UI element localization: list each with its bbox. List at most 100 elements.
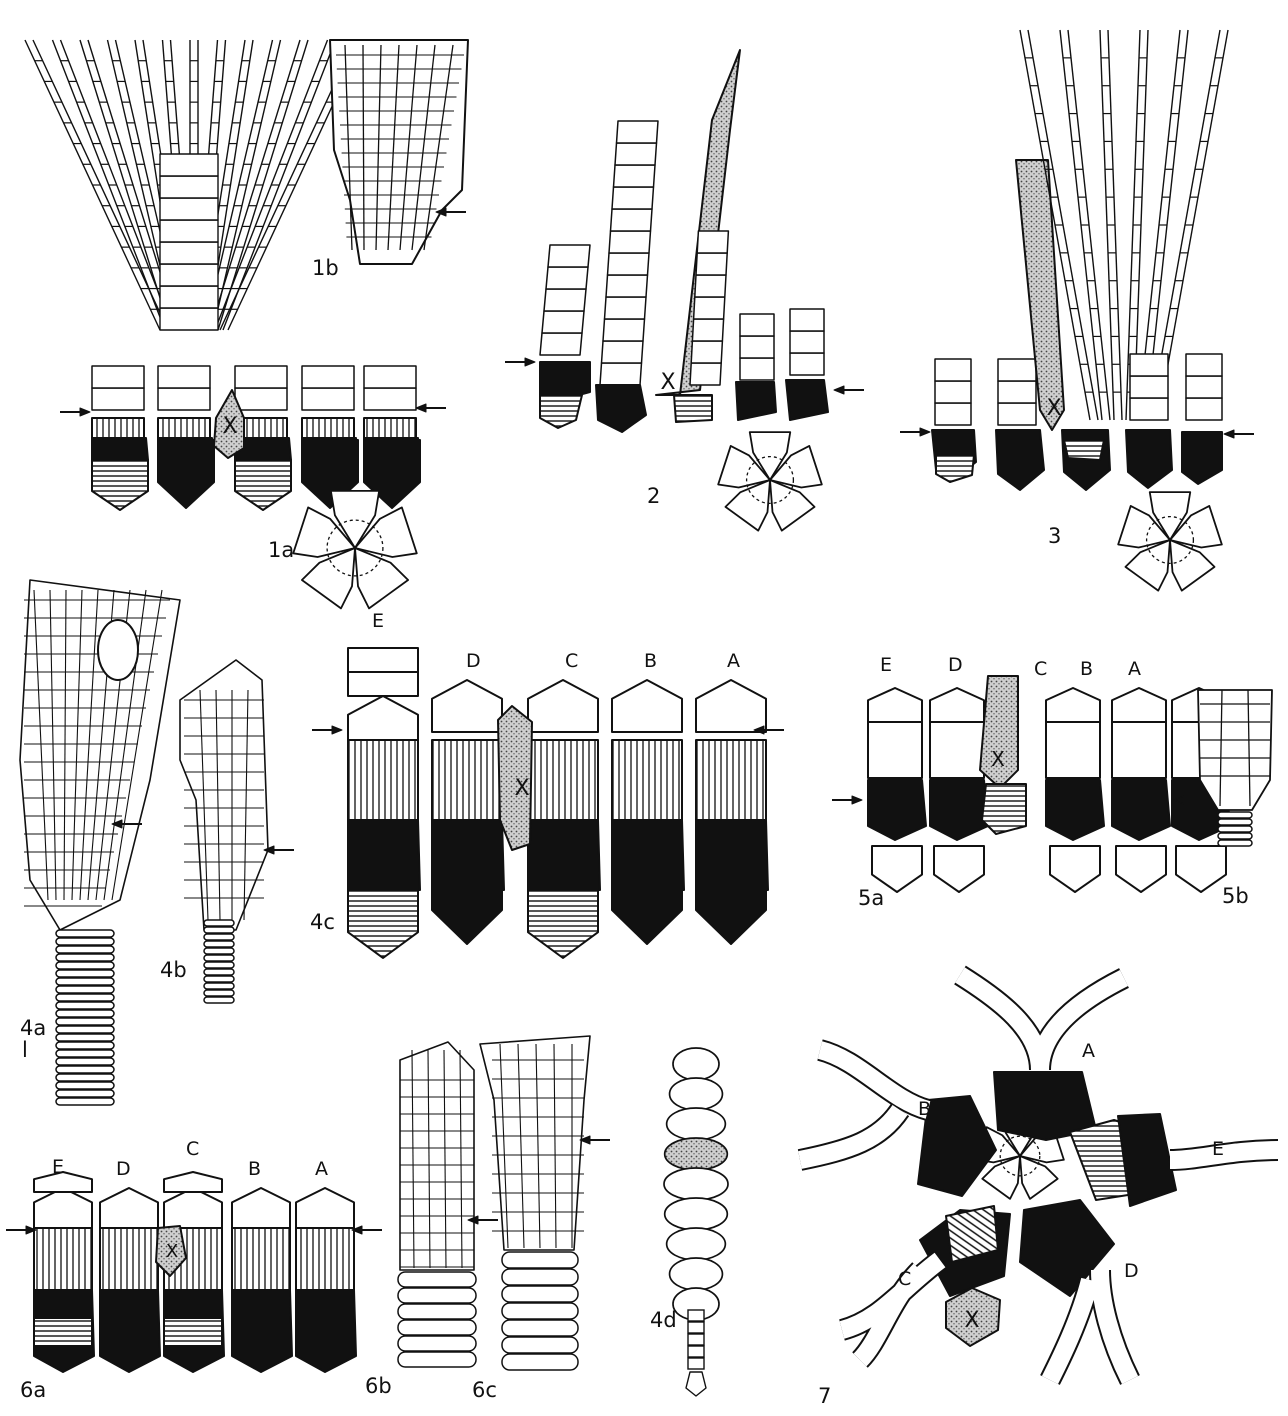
figure-label-4c: 4c (310, 912, 335, 933)
ray-label-5a-c: C (1034, 660, 1047, 679)
crown-5b (1198, 690, 1272, 810)
columnal-4a (56, 1098, 114, 1105)
arm-plate (790, 353, 824, 375)
radial-plate (596, 385, 646, 432)
columnal-4b (204, 997, 234, 1003)
primibrach (34, 1188, 92, 1228)
primibrach-upper (930, 688, 984, 722)
arm-plate (1130, 376, 1168, 398)
ray-label-6a-c: C (186, 1140, 199, 1159)
figure-label-7: 7 (818, 1386, 831, 1407)
rosette-plate (1125, 540, 1170, 591)
anal-x-mark: X (1046, 396, 1061, 421)
radial-plate (736, 382, 776, 420)
figure-label-6c: 6c (472, 1380, 497, 1401)
arrow-head (525, 358, 535, 366)
arm-plate (696, 253, 727, 275)
stem-segment (688, 1334, 704, 1345)
figure-label-4a: 4a (20, 1018, 46, 1039)
arm-plate (740, 314, 774, 336)
rosette-plate (725, 480, 770, 531)
radial-plate (1182, 432, 1222, 484)
columnal-6b (398, 1320, 476, 1335)
arm-plate (602, 341, 644, 363)
anal-x-mark: X (514, 776, 529, 801)
ray-arm-fill (842, 1260, 940, 1360)
stem-segment (688, 1310, 704, 1321)
ray-column-4c (528, 680, 600, 958)
basal-plate (348, 890, 418, 958)
primibrach (868, 722, 922, 778)
arm-plate (691, 341, 722, 363)
crown-6b (400, 1042, 474, 1270)
ray-column-5a (1112, 688, 1170, 892)
ray-column (92, 366, 148, 510)
ray-column (302, 366, 358, 508)
arm-plate (1186, 376, 1222, 398)
radial-plate-upper (302, 418, 354, 438)
columnal-4a (56, 1034, 114, 1041)
basal-plate (528, 890, 598, 958)
columnal-6b (398, 1336, 476, 1351)
arm-plate (611, 209, 653, 231)
calyx-plate (160, 220, 218, 242)
ray-column-5a (1046, 688, 1104, 892)
arm-plate (348, 648, 418, 672)
anal-x-mark: X (166, 1241, 178, 1262)
ray-column-4c (696, 680, 768, 944)
brachial-plate (158, 388, 210, 410)
columnal-4b (204, 941, 234, 947)
radial-plate (232, 1290, 292, 1372)
radial-plate (1126, 430, 1172, 488)
columnal-4b (204, 976, 234, 982)
ray-label-5a-d: D (948, 656, 963, 675)
ray-label-7-a: A (1082, 1042, 1095, 1061)
basal-plate (92, 460, 148, 510)
ray-label-5a-b: B (1080, 660, 1093, 679)
coil-segment (670, 1078, 723, 1110)
primibrach (528, 680, 598, 732)
arrow-head (332, 726, 342, 734)
figure-label-6a: 6a (20, 1380, 46, 1401)
columnal-4a (56, 1042, 114, 1049)
columnal-5b (1218, 833, 1252, 839)
basal-plate (674, 395, 712, 422)
radial-plate-upper (696, 740, 766, 820)
coil-segment (673, 1048, 719, 1080)
arm-plate (935, 359, 971, 381)
anal-basal (982, 784, 1026, 834)
primibrach (1046, 722, 1100, 778)
radial-plate-upper (158, 418, 210, 438)
columnal-4a (56, 1026, 114, 1033)
radial-plate (528, 820, 600, 890)
infrabasal-plate (1050, 846, 1100, 892)
radial-stripe (1064, 440, 1104, 460)
figure-6b-6c-specimens (398, 1036, 610, 1370)
columnal-4a (56, 1058, 114, 1065)
figure-scale-4a: l (22, 1040, 28, 1061)
basal-plate (540, 395, 582, 428)
basal-plate (696, 830, 766, 944)
arm-plate (606, 275, 648, 297)
calyx-plate (160, 242, 218, 264)
arm-plate (348, 672, 418, 696)
primibrach-upper (868, 688, 922, 722)
ray-label-7-d: D (1124, 1262, 1139, 1281)
columnal-4a (56, 1066, 114, 1073)
columnal-4a (56, 1002, 114, 1009)
figure-4c-plate-diagram: X (312, 648, 784, 958)
figure-label-5b: 5b (1222, 886, 1249, 907)
arm-plate (540, 333, 582, 355)
columnal-4b (204, 920, 234, 926)
columnal-4b (204, 948, 234, 954)
columnal-4a (56, 1050, 114, 1057)
brachial-plate (364, 366, 416, 388)
calyx-plate (160, 176, 218, 198)
primibrach (1112, 722, 1166, 778)
anal-tube (980, 676, 1018, 788)
arm-plate (609, 231, 651, 253)
arm-plate (1130, 354, 1168, 376)
coil-segment (670, 1258, 723, 1290)
figure-label-5a: 5a (858, 888, 884, 909)
coil-segment (667, 1108, 726, 1140)
